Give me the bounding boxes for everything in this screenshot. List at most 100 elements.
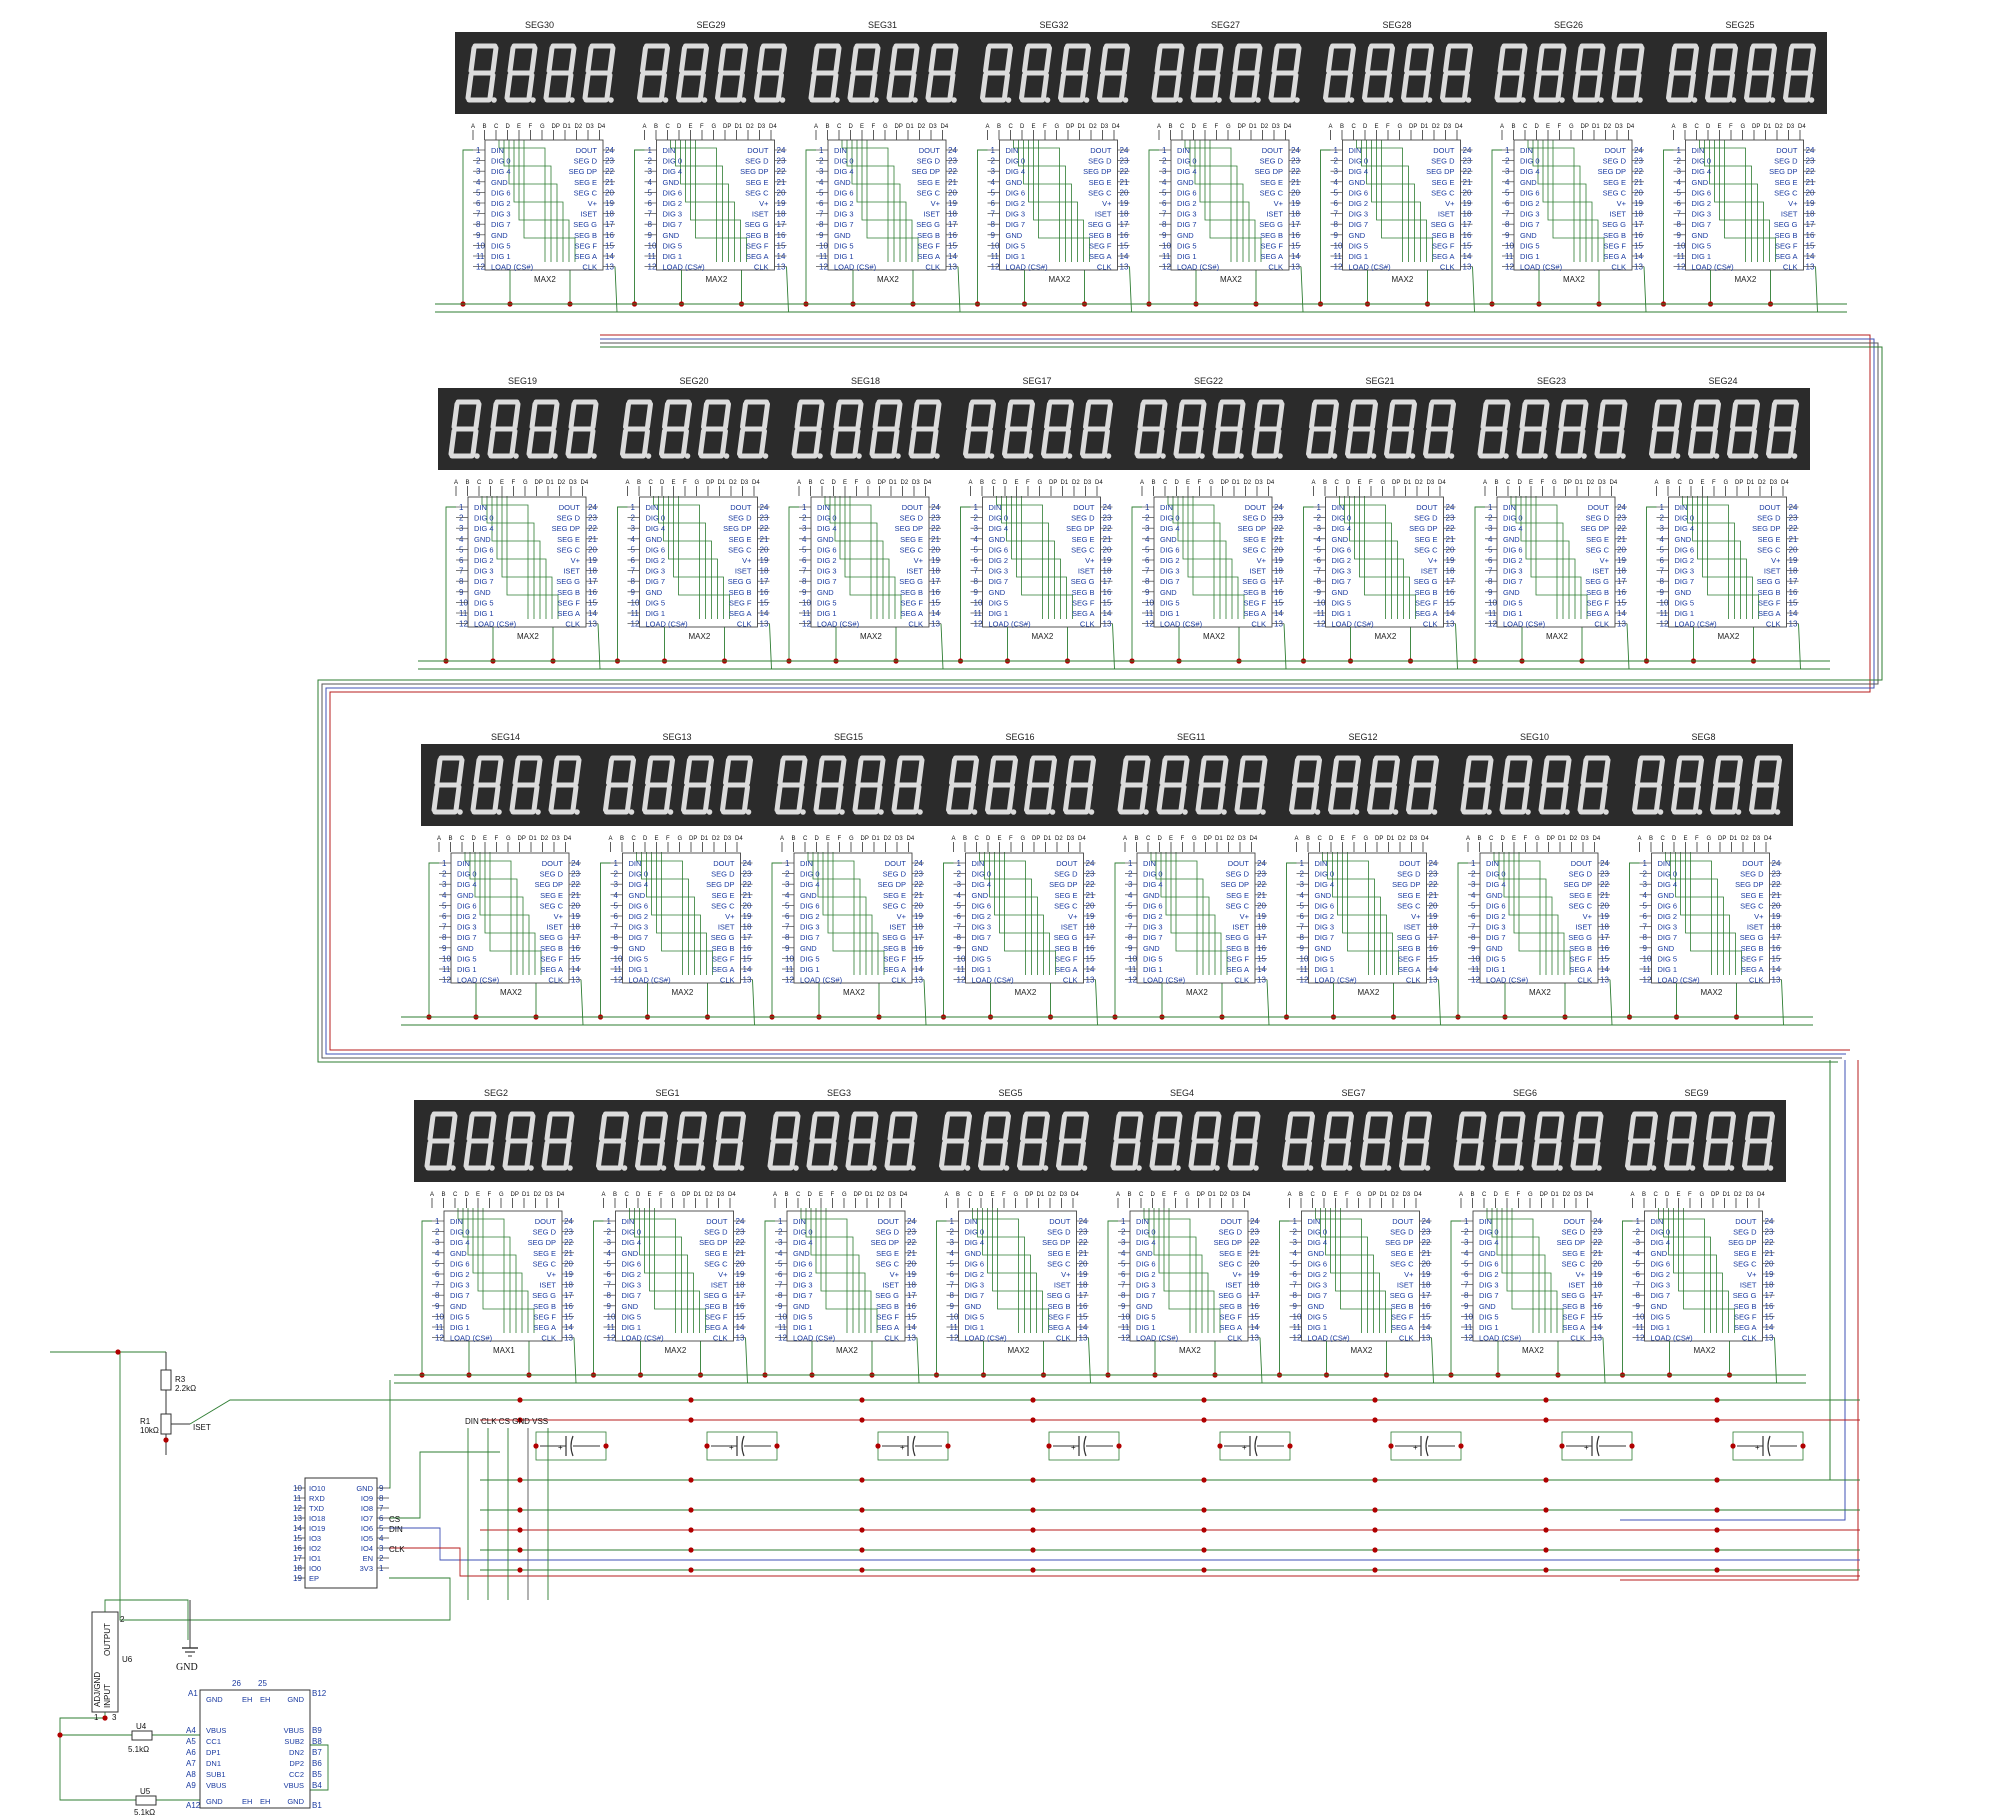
chip-pin-right: ISET — [1592, 567, 1609, 576]
chip-pin-right: ISET — [1609, 210, 1626, 219]
chip-pin-num: 13 — [743, 976, 752, 985]
chip-internal-wire — [1167, 496, 1215, 619]
chip-internal-wire — [634, 1208, 682, 1333]
chip-pin-num: 11 — [802, 609, 811, 618]
chip-pin-num: 18 — [1120, 210, 1129, 219]
chip-pin-num: 23 — [1086, 870, 1095, 879]
chip-pin-right: SEG E — [1758, 535, 1781, 544]
chip-pin-num: 10 — [1128, 954, 1137, 963]
chip-pin-num: 13 — [777, 263, 786, 272]
segment — [451, 401, 460, 430]
decimal-point — [574, 809, 580, 815]
chip-pin-num: 1 — [802, 503, 807, 512]
display-pin-label: A — [1295, 836, 1299, 842]
chip-pin-num: 20 — [948, 188, 957, 197]
display-pin-label: F — [683, 480, 687, 486]
segment — [502, 1140, 511, 1169]
chip-pin-left: DIG 2 — [629, 912, 649, 921]
chip-pin-num: 18 — [1422, 1281, 1431, 1290]
display-pin-label: A — [1672, 124, 1676, 130]
chip-pin-num: 15 — [931, 598, 940, 607]
decimal-point — [457, 809, 463, 815]
chip-pin-num: 4 — [1128, 891, 1133, 900]
decoupling-capacitor: + — [1730, 1431, 1806, 1461]
chip-pin-right: SEG E — [533, 1249, 556, 1258]
chip-pin-right: DOUT — [1564, 1217, 1586, 1226]
segment — [925, 72, 934, 101]
chip-pin-left: DIG 0 — [646, 514, 666, 523]
junction-dot — [115, 1349, 121, 1355]
chip-pin-num: 16 — [1806, 231, 1815, 240]
chip-pin-left: DIG 0 — [1136, 1228, 1156, 1237]
segment — [1135, 1113, 1144, 1142]
chip-pin-left: LOAD (CS#) — [1651, 1334, 1694, 1343]
chip-pin-num: 21 — [1291, 178, 1300, 187]
display-pin-label: D3 — [1444, 124, 1452, 130]
chip-pin-num: 8 — [1128, 933, 1133, 942]
chip-pin-left: DIG 4 — [1349, 167, 1369, 176]
mcu-pin-num: 10 — [293, 1484, 302, 1493]
chip-pin-right: ISET — [1740, 1281, 1757, 1290]
display-pin-label: G — [1535, 836, 1540, 842]
chip-pin-right: SEG D — [1390, 1228, 1414, 1237]
segment — [659, 428, 667, 457]
display-pin-label: D2 — [712, 836, 720, 842]
chip-pin-right: SEG E — [1586, 535, 1609, 544]
chip-pin-num: 1 — [957, 859, 962, 868]
seven-segment-digit — [431, 755, 465, 815]
chip-pin-num: 12 — [1505, 263, 1514, 272]
chip-pin-right: SEG D — [1603, 157, 1627, 166]
segment — [985, 428, 993, 457]
segment — [847, 72, 856, 101]
chip-name: MAX2 — [672, 988, 694, 997]
chip-pin-right: V+ — [1274, 199, 1284, 208]
chip-pin-right: SEG E — [1219, 1249, 1242, 1258]
seven-segment-digit — [1516, 399, 1550, 459]
chip-internal-wire — [501, 496, 553, 619]
segment — [642, 428, 650, 457]
segment — [541, 1140, 550, 1169]
display-pin-label: DP — [1711, 1192, 1719, 1198]
junction-dot — [517, 1417, 523, 1423]
chip-pin-right: SEG DP — [1385, 1238, 1413, 1247]
decimal-point — [1331, 453, 1338, 459]
chip-pin-right: CLK — [1268, 263, 1283, 272]
segment — [1213, 1113, 1222, 1142]
chip-pin-right: SEG G — [1733, 1291, 1757, 1300]
display-pin-label: D3 — [569, 480, 577, 486]
segment — [696, 1140, 704, 1169]
chip-internal-wire — [523, 140, 576, 262]
chip-pin-num: 12 — [785, 976, 794, 985]
chip-pin-right: CLK — [1056, 1334, 1071, 1343]
segment — [465, 72, 474, 101]
chip-pin-num: 8 — [950, 1291, 955, 1300]
display-pin-label: F — [1043, 124, 1047, 130]
seven-segment-digit — [985, 755, 1018, 815]
chip-pin-num: 6 — [476, 199, 481, 208]
segment — [448, 428, 457, 457]
chip-body — [999, 139, 1118, 271]
chip-pin-num: 19 — [1120, 199, 1129, 208]
chip-pin-num: 12 — [631, 620, 640, 629]
chip-pin-right: SEG B — [574, 231, 597, 240]
display-pin-label: DP — [1547, 836, 1555, 842]
chip-internal-wire — [1330, 1208, 1380, 1333]
segment — [855, 401, 864, 430]
chip-pin-num: 8 — [974, 577, 979, 586]
seven-segment-digit — [1282, 1111, 1315, 1171]
chip-pin-num: 6 — [459, 556, 464, 565]
chip-pin-left: LOAD (CS#) — [1520, 263, 1563, 272]
chip-pin-num: 9 — [778, 1302, 783, 1311]
display-pin-label: B — [956, 1192, 960, 1198]
chip-pin-num: 11 — [1317, 609, 1326, 618]
chip-internal-wire — [1153, 1208, 1203, 1333]
junction-dot — [1714, 1567, 1720, 1573]
chip-pin-num: 19 — [1593, 1270, 1602, 1279]
seven-segment-digit — [1453, 1111, 1487, 1171]
chip-pin-num: 18 — [777, 210, 786, 219]
display-pin-label: C — [1163, 480, 1168, 486]
display-pin-label: C — [1489, 836, 1494, 842]
segment — [1190, 72, 1199, 101]
